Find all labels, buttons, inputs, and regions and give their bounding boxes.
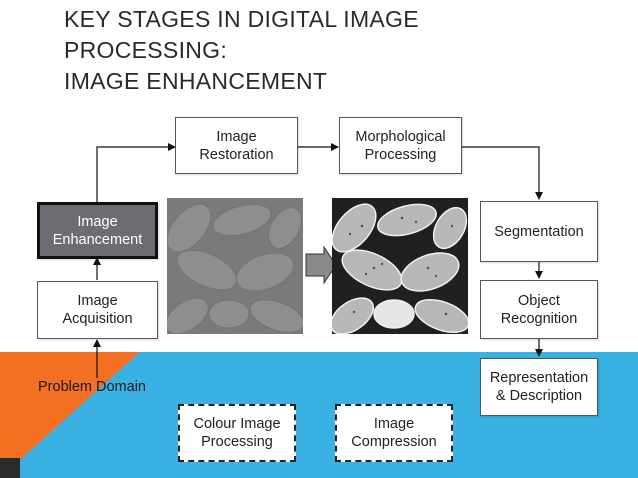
enhancement-arrow-icon: [305, 245, 337, 285]
image-compression-box: Image Compression: [335, 404, 453, 462]
title-line-1: KEY STAGES IN DIGITAL IMAGE: [64, 6, 419, 32]
arrow-enhancement-to-restoration: [96, 143, 176, 202]
title-line-2: PROCESSING:: [64, 37, 228, 63]
object-recognition-box: Object Recognition: [480, 280, 598, 339]
representation-description-box: Representation & Description: [480, 358, 598, 416]
enhanced-image: [332, 198, 468, 334]
problem-domain-label: Problem Domain: [38, 379, 146, 395]
segmentation-box: Segmentation: [480, 201, 598, 262]
low-contrast-image: [167, 198, 303, 334]
colour-image-processing-box: Colour Image Processing: [178, 404, 296, 462]
slide-title: KEY STAGES IN DIGITAL IMAGE PROCESSING: …: [64, 4, 419, 97]
image-acquisition-box: Image Acquisition: [37, 281, 158, 339]
corner-logo-icon: [0, 458, 20, 478]
morphological-processing-box: Morphological Processing: [339, 117, 462, 174]
image-enhancement-box: Image Enhancement: [37, 202, 158, 259]
title-line-3: IMAGE ENHANCEMENT: [64, 68, 328, 94]
image-restoration-box: Image Restoration: [175, 117, 298, 174]
arrow-morphological-to-segmentation: [462, 146, 543, 200]
